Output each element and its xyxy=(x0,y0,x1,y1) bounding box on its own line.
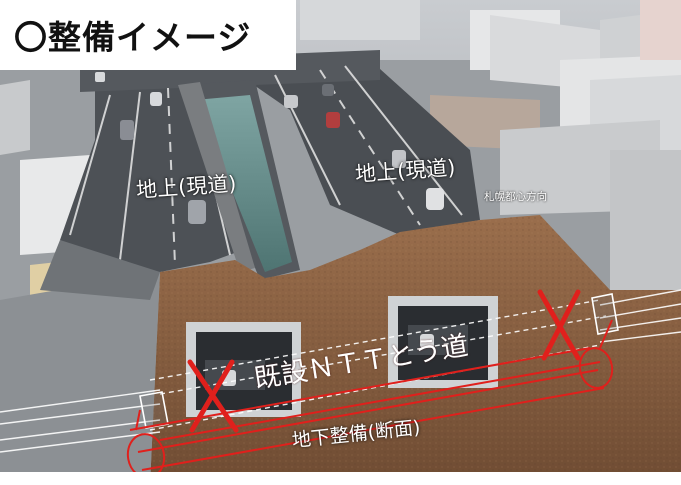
title-box: 〇整備イメージ xyxy=(0,0,296,70)
cars xyxy=(95,72,444,224)
new-tunnel-red xyxy=(126,319,614,479)
x-marks xyxy=(187,289,581,433)
page-title: 〇整備イメージ xyxy=(14,18,252,57)
label-direction: 札幌都心方向 xyxy=(484,191,547,203)
